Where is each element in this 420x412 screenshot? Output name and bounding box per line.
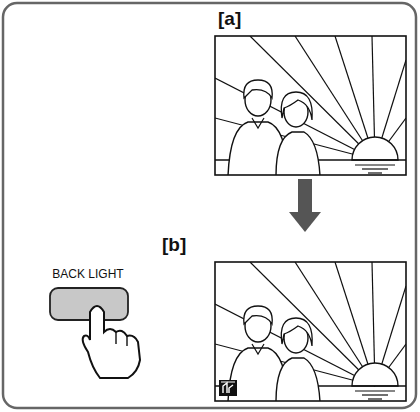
- button-label: BACK LIGHT: [52, 267, 123, 281]
- backlight-icon: [219, 380, 237, 396]
- picture-label: [b]: [162, 234, 186, 256]
- arrow-shaft: [298, 179, 312, 212]
- picture-before: [215, 36, 406, 176]
- picture-after: [215, 262, 406, 402]
- pressing-hand: [83, 306, 140, 378]
- outer-frame: [3, 3, 416, 408]
- picture-node: [a]: [215, 8, 406, 175]
- flow-arrow: [289, 179, 321, 232]
- picture-node: [b]: [160, 234, 406, 400]
- button-label-node: BACK LIGHT: [40, 264, 136, 286]
- arrow-head: [289, 212, 321, 232]
- picture-label: [a]: [218, 8, 241, 30]
